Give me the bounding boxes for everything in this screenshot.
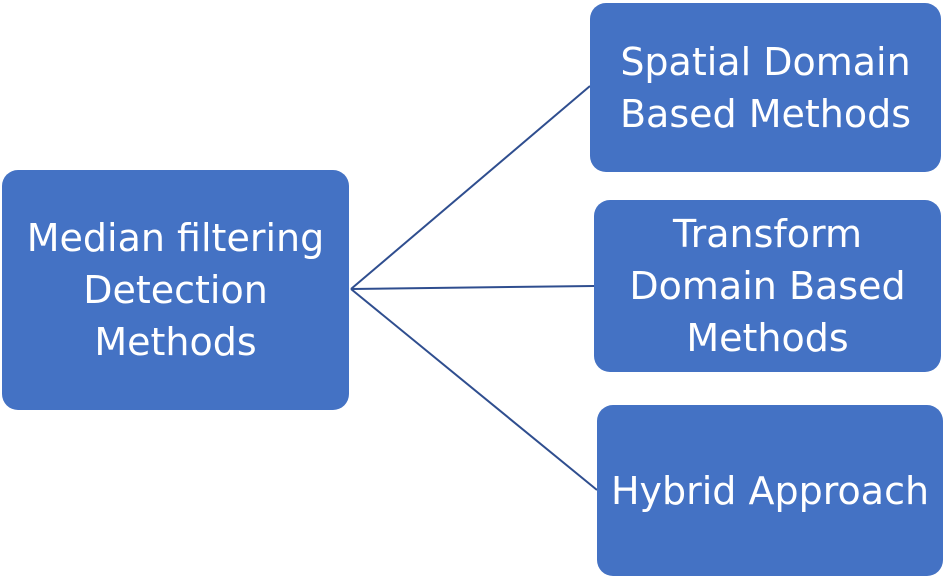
child-node-transform-domain: Transform Domain Based Methods [594, 200, 941, 372]
child-node-spatial-domain: Spatial Domain Based Methods [590, 3, 941, 172]
root-node-label: Median filtering Detection Methods [26, 216, 325, 364]
connector-root-to-transform [350, 285, 595, 290]
child-node-label: Transform Domain Based Methods [629, 212, 906, 360]
connector-root-to-spatial [350, 85, 591, 290]
root-node: Median filtering Detection Methods [2, 170, 349, 410]
child-node-label: Spatial Domain Based Methods [619, 39, 912, 136]
child-node-hybrid-approach: Hybrid Approach [597, 405, 943, 576]
child-node-label: Hybrid Approach [610, 468, 930, 513]
connector-root-to-hybrid [350, 288, 598, 491]
